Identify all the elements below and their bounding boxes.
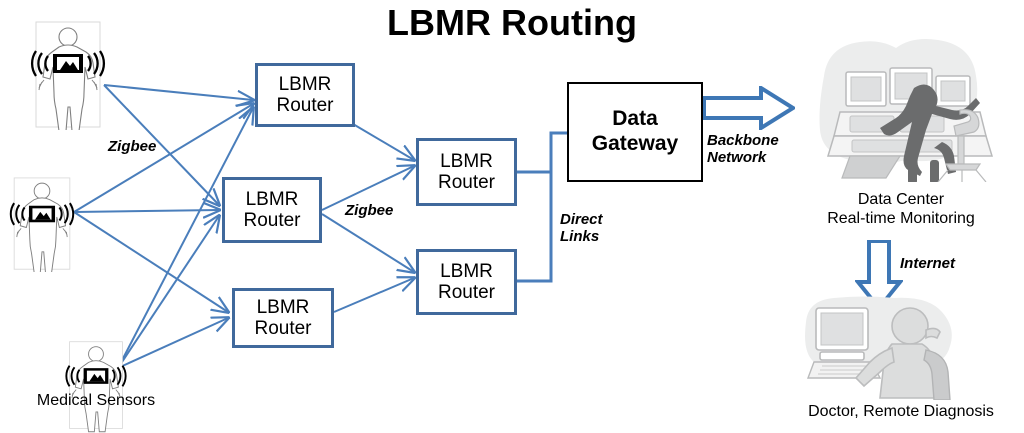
lbmr-router-1[interactable]: LBMR Router bbox=[255, 63, 355, 127]
data-center-label: Data Center Real-time Monitoring bbox=[827, 191, 975, 228]
page-title: LBMR Routing bbox=[387, 2, 637, 43]
router-label-line2: Router bbox=[243, 210, 301, 231]
doctor-label: Doctor, Remote Diagnosis bbox=[808, 403, 994, 420]
data-gateway-node[interactable]: Data Gateway bbox=[567, 82, 703, 182]
direct-links-label: Direct Links bbox=[560, 211, 603, 245]
router-label-line2: Router bbox=[276, 95, 334, 116]
gateway-label-line2: Gateway bbox=[591, 132, 679, 155]
backbone-network-label: Backbone Network bbox=[707, 132, 779, 166]
lbmr-router-5[interactable]: LBMR Router bbox=[416, 249, 517, 315]
gateway-label-line1: Data bbox=[612, 107, 658, 131]
router-label-line2: Router bbox=[254, 318, 312, 339]
backbone-arrow-icon bbox=[703, 86, 795, 130]
medical-sensors-label: Medical Sensors bbox=[36, 392, 156, 409]
data-center-clipart bbox=[819, 39, 994, 182]
router-label-line2: Router bbox=[437, 172, 496, 193]
router-label-line1: LBMR bbox=[440, 150, 493, 172]
internet-arrow-icon bbox=[855, 240, 903, 310]
router-label-line1: LBMR bbox=[278, 73, 332, 95]
router-label-line1: LBMR bbox=[256, 296, 310, 318]
zigbee-label-left: Zigbee bbox=[108, 138, 157, 155]
router-label-line1: LBMR bbox=[245, 188, 299, 210]
zigbee-label-mid: Zigbee bbox=[345, 202, 394, 219]
lbmr-router-3[interactable]: LBMR Router bbox=[232, 288, 334, 348]
router-label-line2: Router bbox=[437, 282, 496, 303]
body-sensor-icon bbox=[31, 21, 105, 130]
doctor-clipart bbox=[805, 296, 952, 400]
body-sensor-icon bbox=[65, 341, 127, 433]
internet-label: Internet bbox=[900, 255, 956, 272]
router-label-line1: LBMR bbox=[440, 260, 493, 282]
lbmr-router-2[interactable]: LBMR Router bbox=[222, 177, 322, 243]
body-sensor-icon bbox=[9, 177, 75, 272]
lbmr-router-4[interactable]: LBMR Router bbox=[416, 138, 517, 206]
